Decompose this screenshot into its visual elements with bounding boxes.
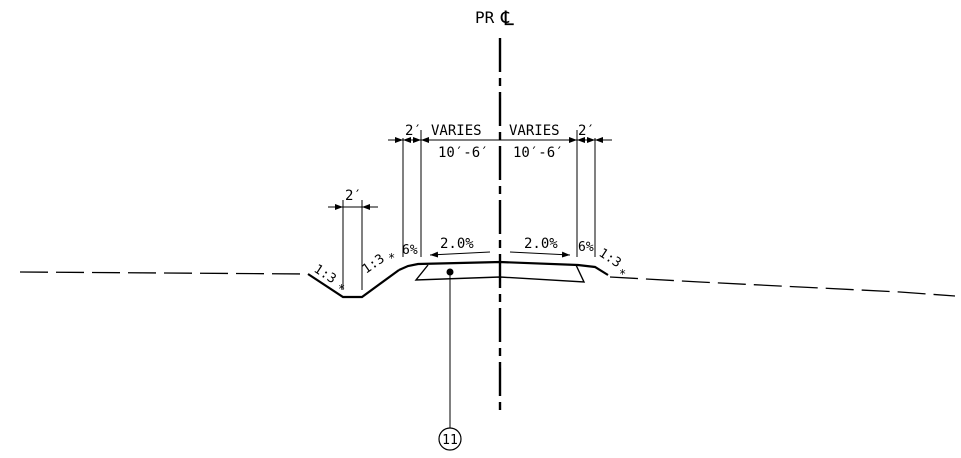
ditch	[307, 269, 400, 299]
dim-right-varies: VARIES	[509, 123, 560, 139]
centerline-symbol: ℄	[500, 6, 514, 30]
centerline-label: PR	[475, 8, 495, 27]
slope-left-lane: 2.0%	[440, 236, 474, 252]
dim-ditch-width: 2′	[345, 188, 362, 204]
pavement-structure	[414, 264, 586, 283]
slope-left-ditch-outer: 1:3	[311, 262, 339, 287]
dim-right-lane: 10′-6′	[513, 145, 564, 161]
roadway-finished-grade	[398, 260, 609, 276]
slope-marker-2: *	[388, 251, 395, 265]
slope-right-lane: 2.0%	[524, 236, 558, 252]
callout-bubble	[438, 427, 462, 451]
slope-marker-1: *	[338, 282, 345, 296]
existing-ground-left	[19, 271, 309, 275]
dim-left-lane: 10′-6′	[438, 145, 489, 161]
slope-left-ditch-inner: 1:3	[360, 252, 388, 278]
slope-right-shoulder: 6%	[578, 240, 594, 255]
witness-lines	[342, 130, 596, 290]
slope-arrow-left	[429, 251, 491, 258]
slope-left-shoulder: 6%	[402, 243, 418, 258]
slope-marker-3: *	[619, 267, 626, 281]
callout-number: 11	[442, 433, 458, 448]
dim-left-shoulder: 2′	[405, 123, 422, 139]
dim-left-varies: VARIES	[431, 123, 482, 139]
existing-ground-right	[609, 276, 956, 297]
slope-arrow-right	[509, 251, 571, 258]
dim-right-shoulder: 2′	[578, 123, 595, 139]
